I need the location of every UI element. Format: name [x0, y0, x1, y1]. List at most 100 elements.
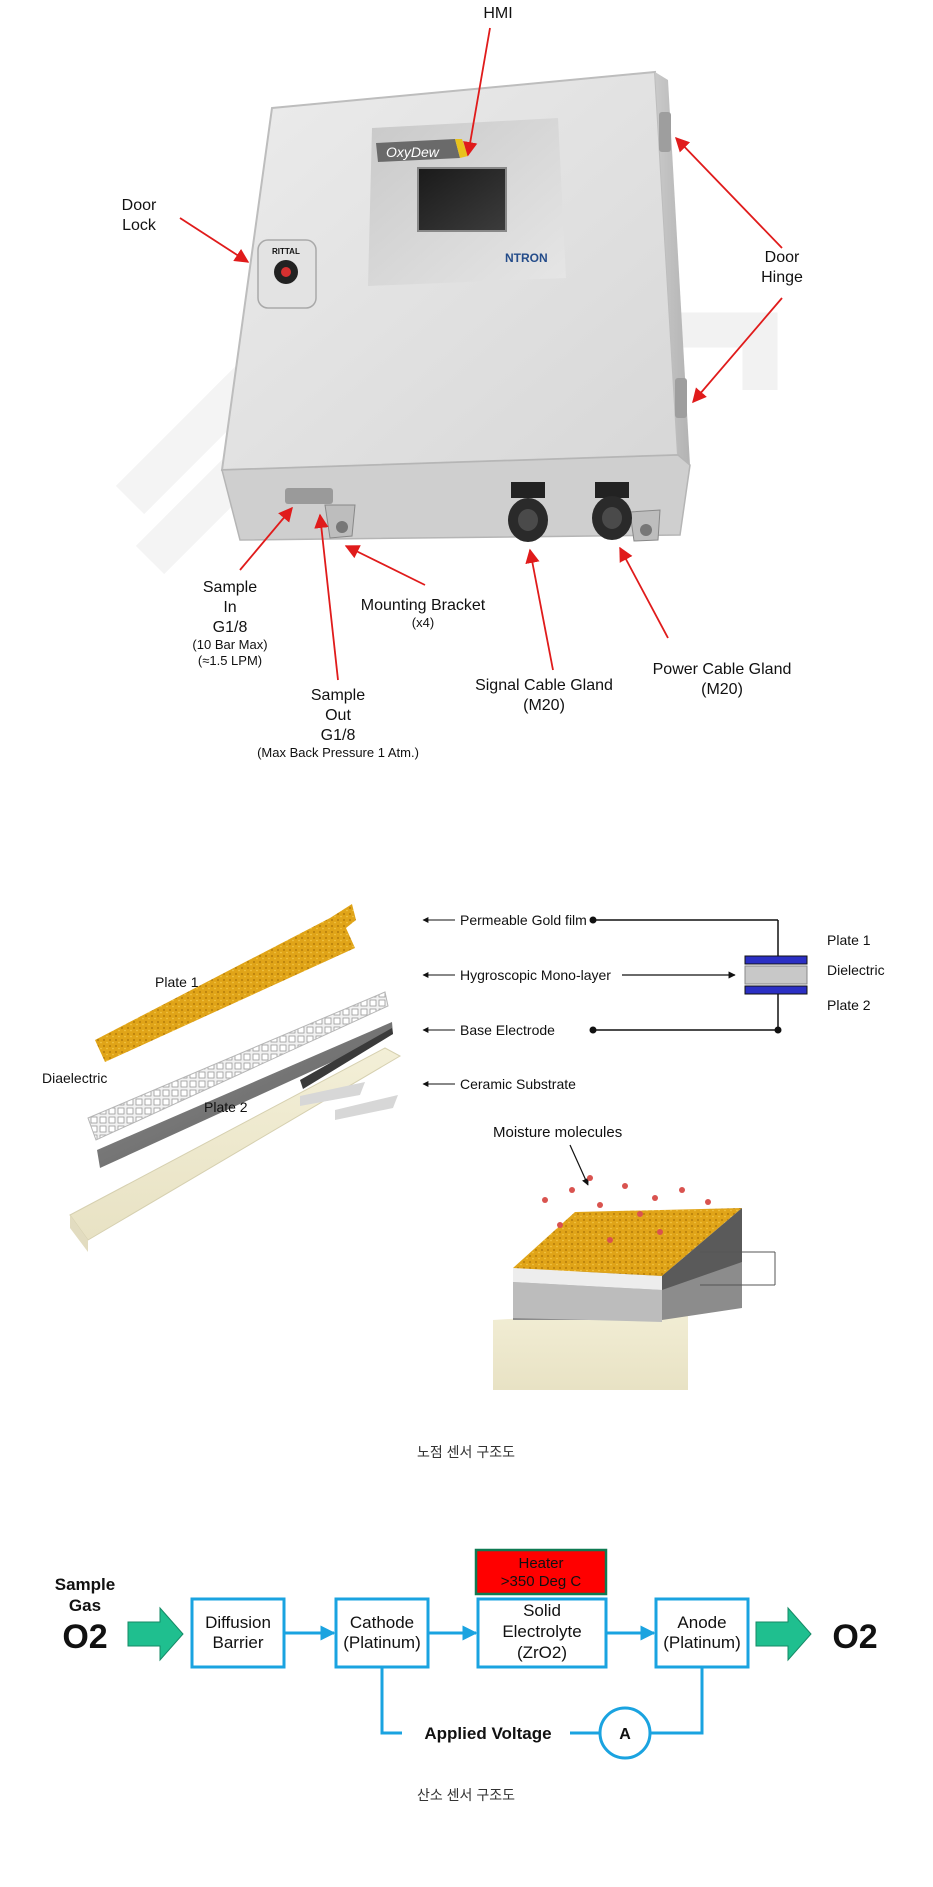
sample-gas-label-2: Gas	[69, 1596, 101, 1615]
sample-out-label-4: (Max Back Pressure 1 Atm.)	[257, 745, 419, 760]
door-hinge-arrow-top	[675, 136, 783, 249]
circuit-wire-right	[650, 1667, 704, 1735]
cathode-box	[334, 1597, 430, 1669]
heater-label-2: >350 Deg C	[501, 1573, 582, 1590]
cap-plate1-label: Plate 1	[827, 932, 871, 948]
sample-gas-label-1: Sample	[55, 1575, 115, 1594]
mounting-bracket-count: (x4)	[412, 615, 434, 630]
water-molecule	[622, 1183, 628, 1189]
o2-output-label: O2	[832, 1618, 877, 1656]
bracket-hole-icon	[336, 521, 348, 533]
plate1-layer	[95, 904, 356, 1062]
cap-node-bottom	[589, 1026, 597, 1034]
hygroscopic-label: Hygroscopic Mono-layer	[460, 967, 611, 983]
moisture-ceramic-block	[493, 1300, 688, 1390]
sample-in-label-2: In	[223, 599, 236, 616]
water-molecule	[597, 1202, 603, 1208]
plate2-contact	[335, 1095, 398, 1120]
power-gland-label: Power Cable Gland	[653, 661, 792, 678]
sample-in-arrow	[239, 506, 293, 571]
brand-ntron: NTRON	[505, 251, 548, 265]
mounting-bracket-arrow	[344, 545, 426, 586]
water-molecule	[679, 1187, 685, 1193]
heater-box	[474, 1548, 608, 1596]
dew-sensor-caption: 노점 센서 구조도	[417, 1444, 515, 1460]
sample-out-label-1: Sample	[311, 687, 365, 704]
moisture-base-face	[513, 1282, 662, 1322]
moisture-cap-symbol	[700, 1251, 776, 1286]
diffusion-barrier-box	[190, 1597, 286, 1669]
electrolyte-label-2: Electrolyte	[502, 1622, 581, 1641]
anode-box	[654, 1597, 750, 1669]
sample-in-label-3: G1/8	[213, 619, 248, 636]
moisture-side-face	[662, 1208, 742, 1290]
water-molecules	[542, 1175, 711, 1243]
lock-indicator-icon	[281, 267, 291, 277]
sample-out-label-2: Out	[325, 707, 351, 724]
ceramic-label: Ceramic Substrate	[460, 1076, 576, 1092]
water-molecule	[607, 1237, 613, 1243]
cap-dielectric	[744, 965, 808, 985]
signal-gland-label: Signal Cable Gland	[475, 677, 613, 694]
diffusion-label-2: Barrier	[212, 1633, 263, 1652]
signal-gland-seal	[518, 509, 538, 531]
water-molecule	[557, 1222, 563, 1228]
hmi-label: HMI	[483, 5, 512, 22]
enclosure-side	[655, 72, 690, 465]
door-lock-label-1: Door	[122, 197, 157, 214]
plate1-label: Plate 1	[155, 974, 199, 990]
dielectric-layer	[87, 991, 389, 1141]
diaelectric-label: Diaelectric	[42, 1070, 107, 1086]
inflow-arrow-icon	[127, 1606, 184, 1662]
moisture-gold-surface	[513, 1208, 742, 1276]
electrolyte-label-1: Solid	[523, 1601, 561, 1620]
applied-voltage-label: Applied Voltage	[424, 1724, 551, 1743]
ceramic-substrate-edge	[70, 1215, 88, 1252]
door-hinge-arrow-bottom	[692, 297, 783, 404]
brand-plate	[376, 139, 460, 162]
sample-in-label-1: Sample	[203, 579, 257, 596]
moisture-dielectric-edge	[513, 1268, 662, 1290]
power-gland-nut	[595, 482, 629, 498]
cathode-label-1: Cathode	[350, 1613, 414, 1632]
cap-plate2	[744, 985, 808, 995]
water-molecule	[657, 1229, 663, 1235]
outflow-arrow-icon	[755, 1606, 812, 1662]
sample-in-label-5: (≈1.5 LPM)	[198, 653, 262, 668]
signal-gland-nut	[511, 482, 545, 498]
plate2-layer	[97, 1022, 393, 1168]
cap-node-top	[589, 916, 597, 924]
plate2-label: Plate 2	[204, 1099, 248, 1115]
cap-plate1	[744, 955, 808, 965]
water-molecule	[569, 1187, 575, 1193]
dew-sensor-diagram: Plate 1 Diaelectric Plate 2 Permeable Go…	[42, 904, 885, 1460]
door-hinge-label-2: Hinge	[761, 269, 803, 286]
oxygen-sensor-caption: 산소 센서 구조도	[417, 1787, 515, 1803]
enclosure-diagram: OxyDew NTRON RITTAL HMI Door	[115, 5, 803, 760]
anode-label-2: (Platinum)	[663, 1633, 740, 1652]
base-electrode-label: Base Electrode	[460, 1022, 555, 1038]
hmi-screen[interactable]	[417, 167, 507, 232]
door-hinge-label-1: Door	[765, 249, 800, 266]
heater-label-1: Heater	[518, 1555, 563, 1572]
water-molecule	[542, 1197, 548, 1203]
plate2-tab	[300, 1028, 393, 1089]
door-hinge-top	[659, 112, 671, 152]
electrolyte-label-3: (ZrO2)	[517, 1643, 567, 1662]
gold-film-label: Permeable Gold film	[460, 912, 587, 928]
power-gland-seal	[602, 507, 622, 529]
cap-plate2-label: Plate 2	[827, 997, 871, 1013]
moisture-arrow	[569, 1144, 589, 1186]
sample-out-label-3: G1/8	[321, 727, 356, 744]
anode-label-1: Anode	[677, 1613, 726, 1632]
circuit-wire-left	[380, 1667, 402, 1735]
ammeter-label: A	[619, 1726, 631, 1743]
door-lock-label-2: Lock	[122, 217, 157, 234]
door-lock-arrow	[179, 217, 250, 263]
signal-gland-size: (M20)	[523, 697, 565, 714]
brand-rittal: RITTAL	[272, 247, 300, 256]
signal-gland-arrow	[525, 548, 554, 671]
bracket-hole-icon	[640, 524, 652, 536]
water-molecule	[652, 1195, 658, 1201]
